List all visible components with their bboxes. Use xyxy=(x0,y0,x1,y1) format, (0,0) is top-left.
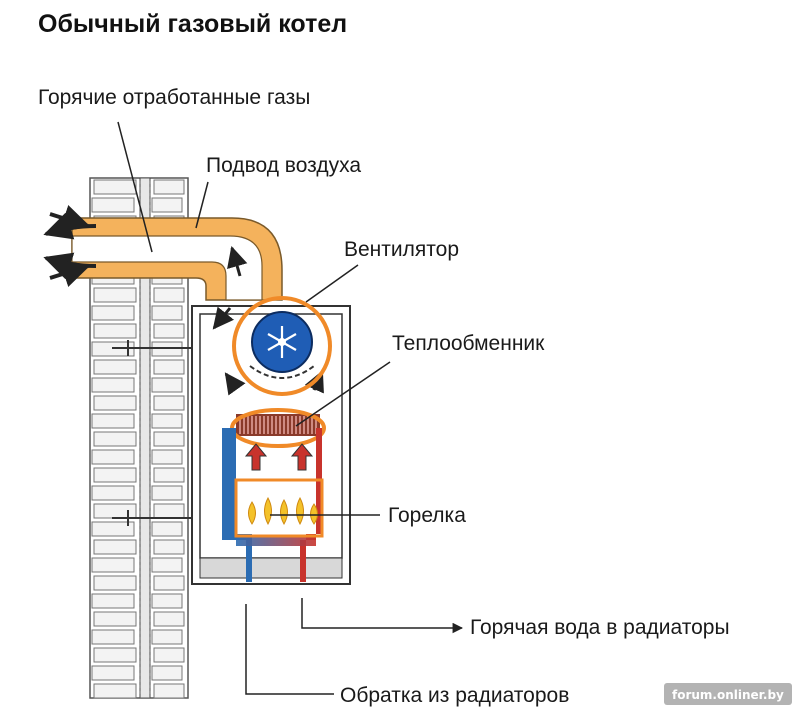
brick xyxy=(91,197,135,213)
brick xyxy=(93,539,137,555)
brick xyxy=(91,485,135,501)
brick xyxy=(93,575,137,591)
brick xyxy=(151,557,183,573)
label-return-water: Обратка из радиаторов xyxy=(340,684,569,707)
brick xyxy=(153,467,185,483)
brick xyxy=(151,593,183,609)
watermark-text: forum.onliner.by xyxy=(672,688,784,702)
burner-highlight xyxy=(234,478,324,538)
brick xyxy=(153,575,185,591)
brick xyxy=(153,179,185,195)
brick xyxy=(93,431,137,447)
brick xyxy=(151,413,183,429)
brick xyxy=(153,323,185,339)
brick xyxy=(91,665,135,681)
brick xyxy=(153,683,185,699)
brick xyxy=(151,197,183,213)
wall-bracket-top xyxy=(112,340,192,356)
brick xyxy=(153,539,185,555)
flame xyxy=(310,503,318,525)
flue-pipe xyxy=(71,217,283,301)
brick xyxy=(93,287,137,303)
brick xyxy=(91,593,135,609)
flame-icon xyxy=(248,496,318,526)
brick xyxy=(153,395,185,411)
brick xyxy=(91,557,135,573)
brick xyxy=(93,647,137,663)
brick xyxy=(151,665,183,681)
wall-bracket-bottom xyxy=(112,510,192,526)
brick xyxy=(91,413,135,429)
brick xyxy=(93,503,137,519)
leader-lines xyxy=(117,121,464,695)
brick xyxy=(151,449,183,465)
brick xyxy=(91,305,135,321)
air-flow-arrows xyxy=(43,205,97,287)
label-air-intake: Подвод воздуха xyxy=(206,154,361,177)
brick xyxy=(153,431,185,447)
brick xyxy=(151,629,183,645)
label-burner: Горелка xyxy=(388,504,466,527)
label-exhaust: Горячие отработанные газы xyxy=(38,86,310,109)
brick xyxy=(151,377,183,393)
flame xyxy=(296,496,304,526)
brick xyxy=(153,611,185,627)
brick xyxy=(93,323,137,339)
brick xyxy=(93,395,137,411)
water-pipes xyxy=(222,428,322,582)
brick xyxy=(91,521,135,537)
brick xyxy=(153,647,185,663)
label-heat-exchanger: Теплообменник xyxy=(392,332,545,355)
brick xyxy=(91,377,135,393)
label-fan: Вентилятор xyxy=(344,238,459,261)
brick xyxy=(93,359,137,375)
brick xyxy=(153,359,185,375)
brick xyxy=(91,449,135,465)
brick xyxy=(153,503,185,519)
brick xyxy=(93,683,137,699)
flame xyxy=(280,499,288,525)
brick xyxy=(91,629,135,645)
flame xyxy=(264,496,272,526)
brick xyxy=(93,179,137,195)
brick xyxy=(151,521,183,537)
flame xyxy=(248,501,256,525)
brick xyxy=(151,305,183,321)
brick xyxy=(93,467,137,483)
heat-exchanger xyxy=(236,414,320,436)
brick xyxy=(93,611,137,627)
fan-icon xyxy=(249,311,315,379)
hot-air-arrows xyxy=(244,443,314,471)
brick xyxy=(153,287,185,303)
label-hot-water: Горячая вода в радиаторы xyxy=(470,616,730,639)
watermark: forum.onliner.by xyxy=(664,683,792,705)
page-title: Обычный газовый котел xyxy=(38,10,347,38)
fan-highlight xyxy=(232,296,332,396)
brick xyxy=(151,485,183,501)
